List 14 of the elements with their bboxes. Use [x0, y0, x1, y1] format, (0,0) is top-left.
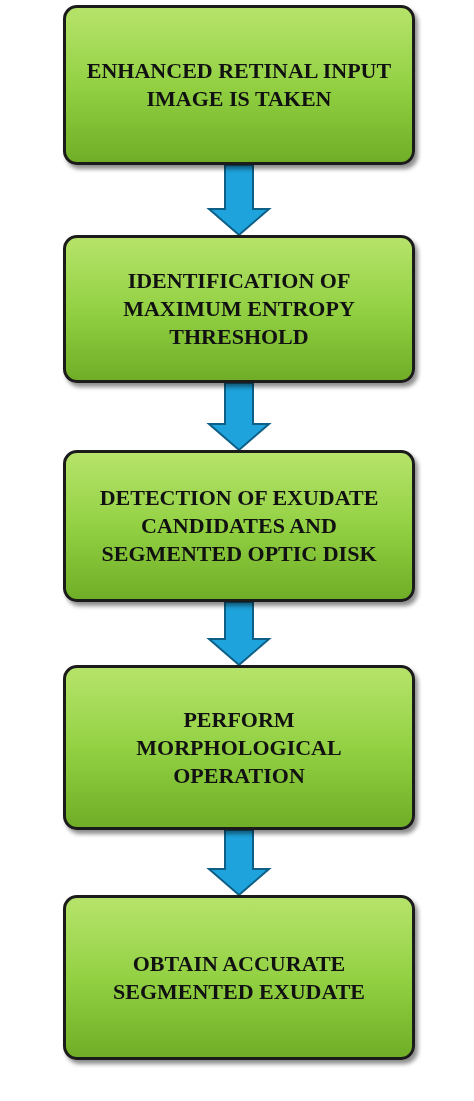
step-text: DETECTION OF EXUDATE CANDIDATES AND SEGMENTED OPTIC DISK	[98, 484, 380, 568]
step-text: PERFORM MORPHOLOGICAL OPERATION	[135, 705, 343, 790]
process-box	[63, 235, 415, 383]
step-text: IDENTIFICATION OF MAXIMUM ENTROPY THRESHOLD	[122, 267, 356, 351]
step-text: ENHANCED RETINAL INPUT IMAGE IS TAKEN	[85, 57, 393, 113]
process-box	[63, 5, 415, 165]
block-arrow	[206, 164, 272, 237]
block-arrow	[206, 829, 272, 897]
block-arrow	[206, 382, 272, 452]
process-box	[63, 895, 415, 1060]
process-box	[63, 450, 415, 602]
block-arrow	[206, 601, 272, 667]
process-box	[63, 665, 415, 830]
step-text: OBTAIN ACCURATE SEGMENTED EXUDATE	[112, 949, 366, 1006]
